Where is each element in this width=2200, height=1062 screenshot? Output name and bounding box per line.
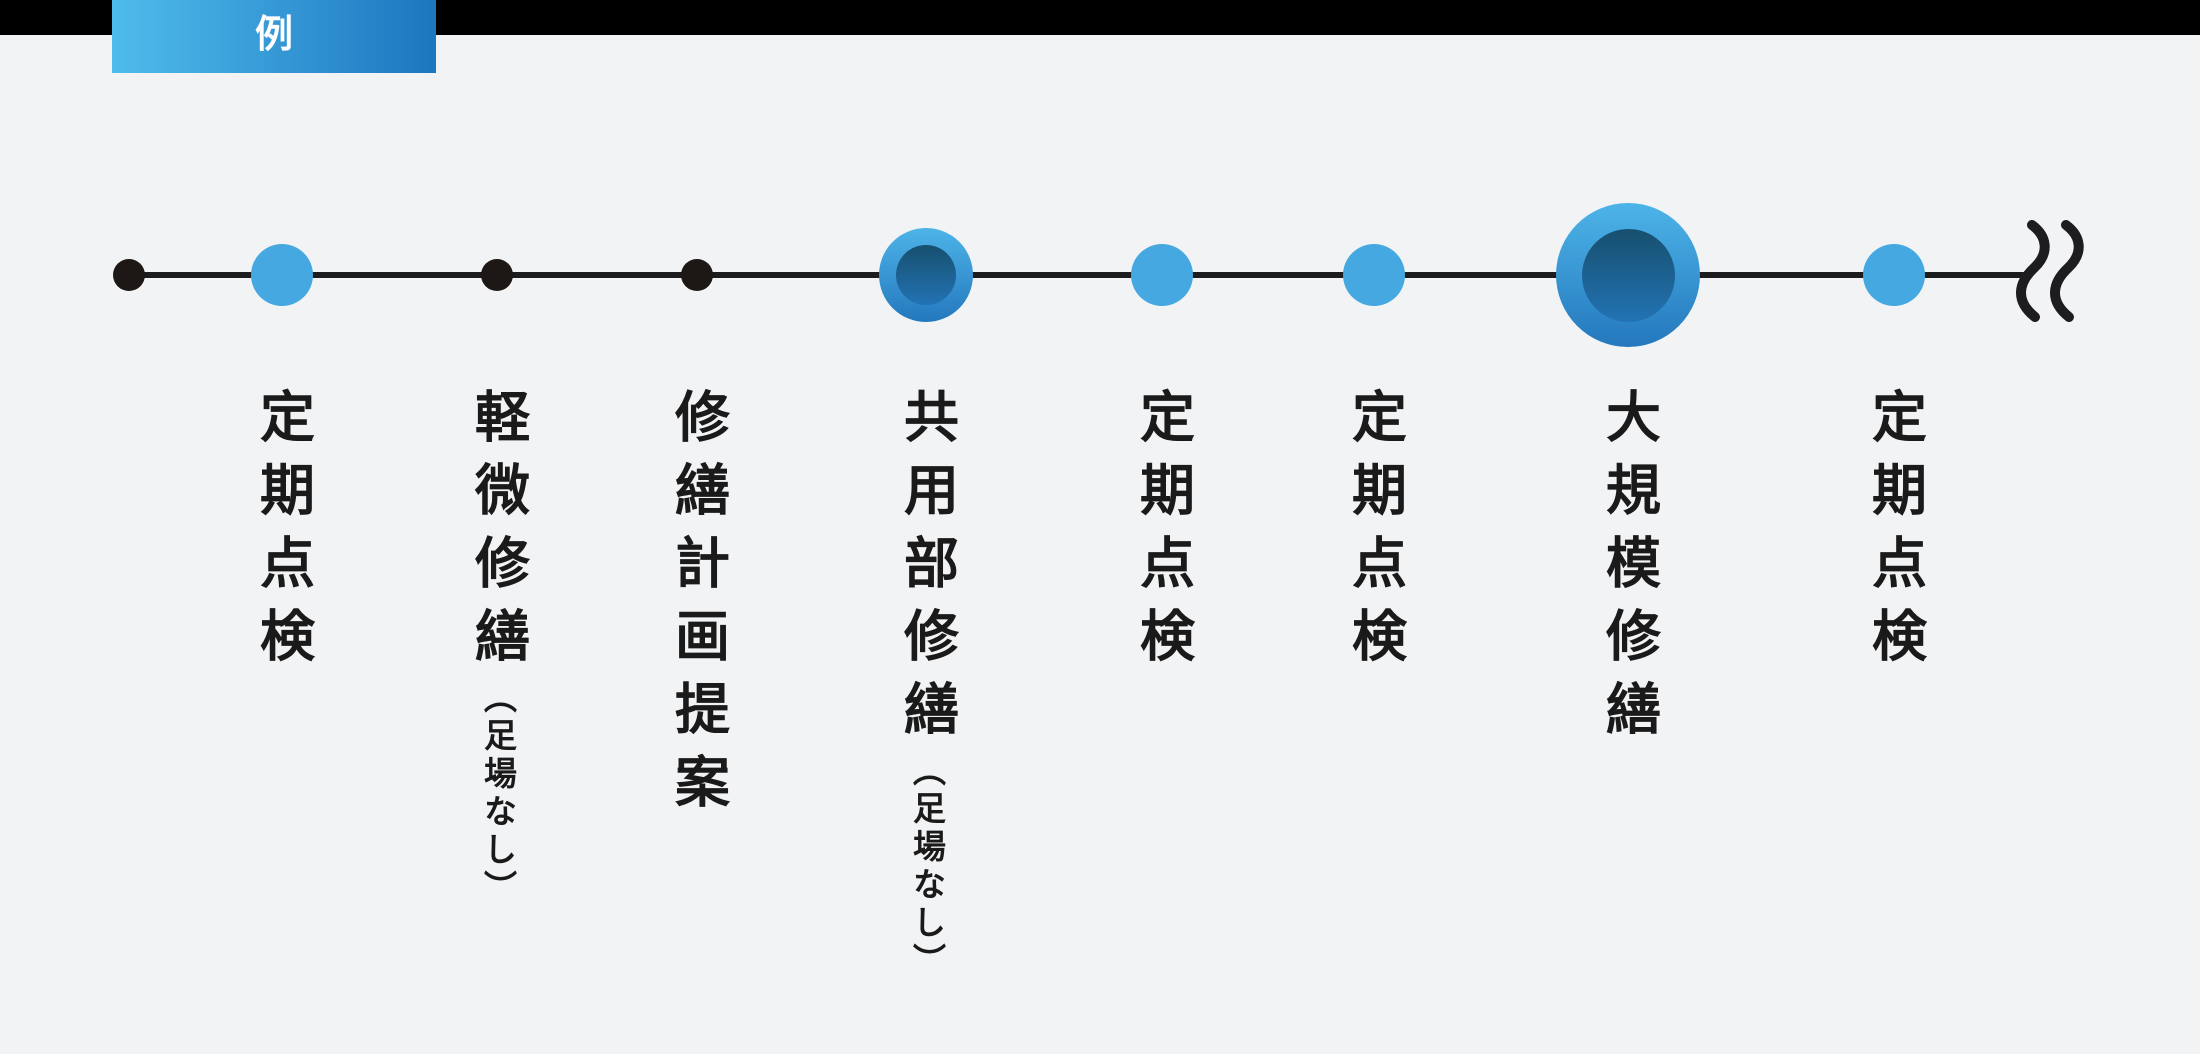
timeline-node-teiki-2	[1131, 244, 1193, 306]
node-label-keikaku-teian: 修繕計画提案	[667, 388, 729, 826]
node-label-kyoyobu-shuzen: 共用部修繕（足場なし）	[896, 388, 958, 981]
timeline-node-keibi-shuzen	[481, 259, 513, 291]
example-tag: 例	[112, 0, 436, 73]
timeline-node-inner-circle	[1581, 228, 1675, 322]
timeline-line	[125, 272, 2028, 278]
node-label-daikibo-shuzen: 大規模修繕	[1598, 388, 1660, 753]
node-label-teiki-1: 定期点検	[252, 388, 314, 680]
timeline-node-daikibo-shuzen	[1556, 203, 1700, 347]
node-label-sub: （足場なし）	[479, 680, 517, 908]
bottom-white-strip	[0, 1054, 2200, 1062]
node-label-teiki-3: 定期点検	[1344, 388, 1406, 680]
node-label-main: 定期点検	[251, 388, 314, 680]
timeline-node-kyoyobu-shuzen	[879, 228, 973, 322]
node-label-teiki-4: 定期点検	[1864, 388, 1926, 680]
node-label-main: 定期点検	[1343, 388, 1406, 680]
timeline-node-teiki-4	[1863, 244, 1925, 306]
node-label-main: 定期点検	[1863, 388, 1926, 680]
node-label-main: 軽微修繕	[466, 388, 529, 680]
example-tag-label: 例	[254, 13, 293, 56]
node-label-main: 共用部修繕	[895, 388, 958, 753]
node-label-main: 定期点検	[1131, 388, 1194, 680]
timeline-node-keikaku-teian	[681, 259, 713, 291]
timeline-node-teiki-3	[1343, 244, 1405, 306]
timeline-node-start	[113, 259, 145, 291]
timeline-node-teiki-1	[251, 244, 313, 306]
node-label-teiki-2: 定期点検	[1132, 388, 1194, 680]
node-label-main: 修繕計画提案	[666, 388, 729, 826]
node-label-main: 大規模修繕	[1597, 388, 1660, 753]
node-label-keibi-shuzen: 軽微修繕（足場なし）	[467, 388, 529, 908]
node-label-sub: （足場なし）	[908, 753, 946, 981]
timeline-continuation-icon	[2016, 220, 2084, 322]
timeline-node-inner-circle	[896, 245, 956, 305]
